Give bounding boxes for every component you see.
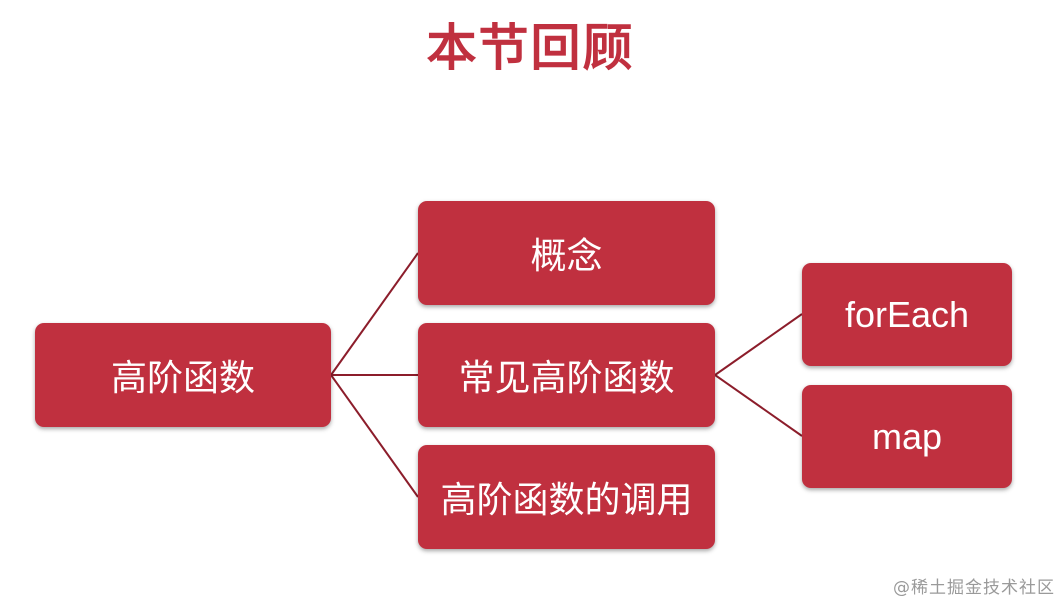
node-higher-order-functions: 高阶函数 [35,323,331,427]
node-common-higher-order-functions: 常见高阶函数 [418,323,715,427]
connector-common-foreach [714,313,803,376]
node-foreach: forEach [802,263,1012,366]
connector-root-call [330,374,419,498]
connector-common-map [714,374,803,437]
node-concept: 概念 [418,201,715,305]
node-higher-order-function-calls: 高阶函数的调用 [418,445,715,549]
node-map: map [802,385,1012,488]
connector-root-concept [330,252,419,376]
watermark: @稀土掘金技术社区 [893,578,1055,598]
page-title: 本节回顾 [426,19,635,77]
